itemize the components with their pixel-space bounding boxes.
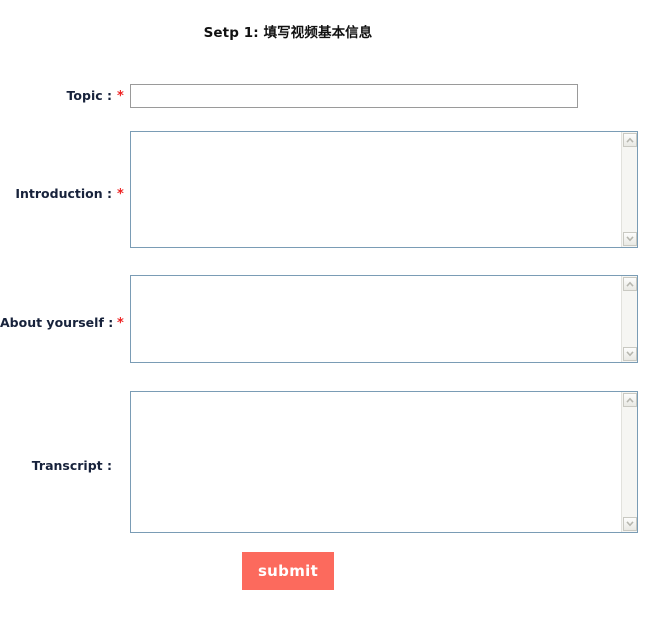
required-asterisk-about-yourself: * (117, 316, 124, 331)
required-asterisk-introduction: * (117, 187, 124, 202)
about-yourself-scrollbar[interactable] (621, 276, 637, 362)
about-yourself-textarea[interactable] (131, 276, 621, 362)
chevron-down-icon[interactable] (623, 517, 637, 531)
introduction-textarea[interactable] (131, 132, 621, 247)
about-yourself-textarea-shell (130, 275, 638, 363)
submit-button[interactable]: submit (242, 552, 334, 590)
transcript-scrollbar[interactable] (621, 392, 637, 532)
required-asterisk-topic: * (117, 89, 124, 104)
chevron-down-icon[interactable] (623, 347, 637, 361)
label-topic: Topic : (66, 88, 112, 103)
chevron-down-icon[interactable] (623, 232, 637, 246)
page-title: Setp 1: 填写视频基本信息 (203, 25, 373, 41)
transcript-textarea[interactable] (131, 392, 621, 532)
introduction-scrollbar[interactable] (621, 132, 637, 247)
label-about-yourself: About yourself : (0, 315, 114, 330)
label-introduction: Introduction : (15, 186, 112, 201)
chevron-up-icon[interactable] (623, 133, 637, 147)
topic-input[interactable] (130, 84, 578, 108)
introduction-textarea-shell (130, 131, 638, 248)
transcript-textarea-shell (130, 391, 638, 533)
label-transcript: Transcript : (31, 458, 112, 473)
chevron-up-icon[interactable] (623, 393, 637, 407)
chevron-up-icon[interactable] (623, 277, 637, 291)
